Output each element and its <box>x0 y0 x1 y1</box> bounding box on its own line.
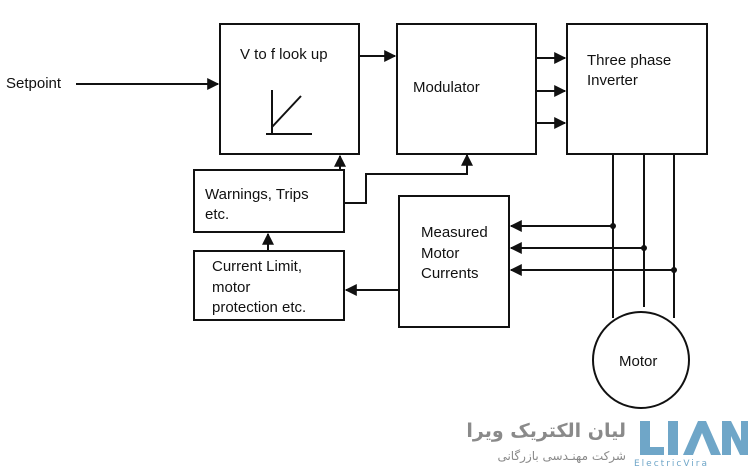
warnings-block <box>193 169 345 233</box>
measured-label-line3: Currents <box>421 265 479 282</box>
inverter-label-line1: Three phase <box>587 52 672 69</box>
measured-label-line1: Measured <box>421 224 488 241</box>
junction-dot-1 <box>610 223 616 229</box>
current-limit-label-line1: Current Limit, <box>212 258 303 275</box>
phase-lines <box>612 154 675 318</box>
lian-logo-mark <box>640 421 748 455</box>
watermark-title: لیان الکتریک ویرا <box>466 420 626 442</box>
measured-label-line2: Motor <box>421 245 460 262</box>
motor-label: Motor <box>619 353 658 370</box>
measured-currents-block <box>398 195 510 328</box>
watermark-tagline: ElectricVira <box>634 459 710 469</box>
motor-circle <box>592 311 690 409</box>
warnings-label-line1: Warnings, Trips <box>205 186 309 203</box>
junction-dot-3 <box>671 267 677 273</box>
inverter-block <box>566 23 708 155</box>
current-limit-label-line3: protection etc. <box>212 299 307 316</box>
current-limit-label-line2: motor <box>212 279 251 296</box>
modulator-label: Modulator <box>413 79 480 96</box>
inverter-label-line2: Inverter <box>587 72 638 89</box>
warnings-to-modulator-arrow <box>344 153 473 204</box>
watermark-subtitle: شرکت مهنـدسی بازرگانی <box>497 449 626 463</box>
warnings-label-line2: etc. <box>205 206 230 223</box>
vf-lookup-block <box>219 23 360 155</box>
vf-lookup-label: V to f look up <box>240 46 328 63</box>
junction-dot-2 <box>641 245 647 251</box>
vf-curve-graph <box>266 90 312 135</box>
setpoint-label: Setpoint <box>6 75 62 92</box>
